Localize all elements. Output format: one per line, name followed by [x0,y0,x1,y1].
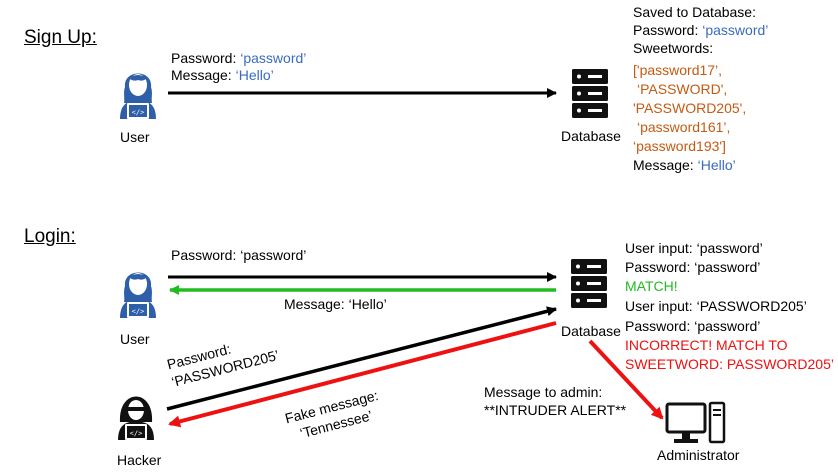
saved-message: Message: ‘Hello’ [633,157,736,173]
database-label: Database [561,323,621,339]
signup-heading: Sign Up: [24,27,97,48]
user-icon [120,272,156,318]
check2-password: Password: ‘password’ [625,318,761,334]
admin-message-label: Message to admin: [484,384,603,400]
check2-result-detail: SWEETWORD: PASSWORD205’ [625,356,834,372]
computer-icon [665,401,726,444]
login-message-label: Message: ‘Hello’ [284,296,387,312]
check1-password: Password: ‘password’ [625,259,761,275]
check1-result: MATCH! [625,278,678,294]
hacker-icon [118,396,154,440]
fake-message-arrow [168,321,557,428]
check1-input: User input: ‘password’ [625,240,763,256]
saved-title: Saved to Database: [633,4,756,20]
database-icon [571,259,607,308]
check2-result: INCORRECT! MATCH TO [625,337,788,353]
sweetword-item: ['password17’, [633,62,723,78]
login-heading: Login: [24,226,76,247]
hacker-password-arrow [166,306,557,411]
check2-input: User input: ‘PASSWORD205’ [625,298,807,314]
hacker-label: Hacker [117,452,162,468]
sweetword-item: 'PASSWORD205', [633,100,747,116]
database-icon [572,69,608,118]
user-icon [120,73,156,119]
login-password-label: Password: ‘password’ [171,247,307,263]
sweetwords-label: Sweetwords: [633,40,714,56]
sweetword-item: ‘password161’, [637,119,731,135]
database-label: Database [561,128,621,144]
signup-password-label: Password: ‘password’ [171,50,307,66]
saved-password: Password: ‘password’ [633,22,769,38]
administrator-label: Administrator [657,447,740,463]
user-label: User [120,331,150,347]
admin-alert-label: **INTRUDER ALERT** [484,402,627,418]
user-label: User [120,129,150,145]
admin-alert-arrow [588,339,664,420]
sweetword-item: ‘PASSWORD', [637,81,728,97]
signup-message-label: Message: ‘Hello’ [171,67,274,83]
sweetword-item: ‘password193'] [633,138,726,154]
